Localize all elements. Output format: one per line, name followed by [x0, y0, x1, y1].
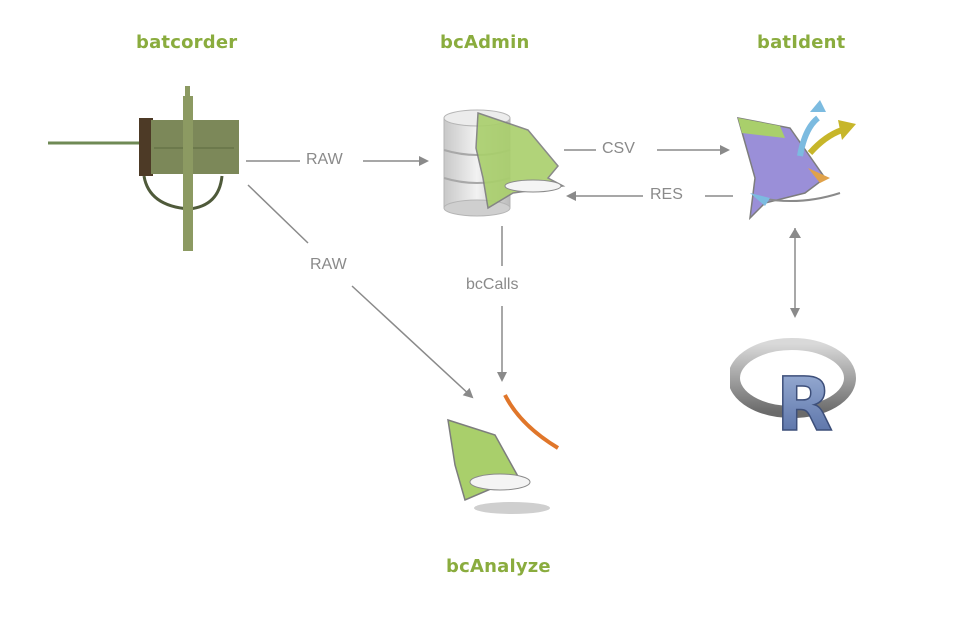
- bat-arrows-icon: [736, 100, 856, 221]
- edge-batcorder-bcanalyze-line-b: [351, 285, 474, 399]
- edge-label-csv: CSV: [598, 140, 639, 158]
- bcadmin-title: bcAdmin: [440, 32, 530, 53]
- edge-batident-r-arrowhead-up: [789, 228, 801, 238]
- batcorder-device-icon: [48, 86, 239, 251]
- r-logo-icon: R: [730, 338, 856, 434]
- database-bat-icon: [443, 109, 566, 217]
- bat-call-icon: [447, 394, 560, 514]
- bcanalyze-title: bcAnalyze: [446, 556, 551, 577]
- edge-label-res: RES: [646, 186, 687, 204]
- batident-title: batIdent: [757, 32, 846, 53]
- batcorder-title: batcorder: [136, 32, 238, 53]
- edge-label-raw-top: RAW: [302, 151, 347, 169]
- r-logo-letter: R: [776, 362, 833, 434]
- edge-label-raw-diagonal: RAW: [306, 256, 351, 274]
- edge-label-bccalls: bcCalls: [462, 276, 523, 294]
- edge-batcorder-bcanalyze-line-a: [247, 184, 309, 244]
